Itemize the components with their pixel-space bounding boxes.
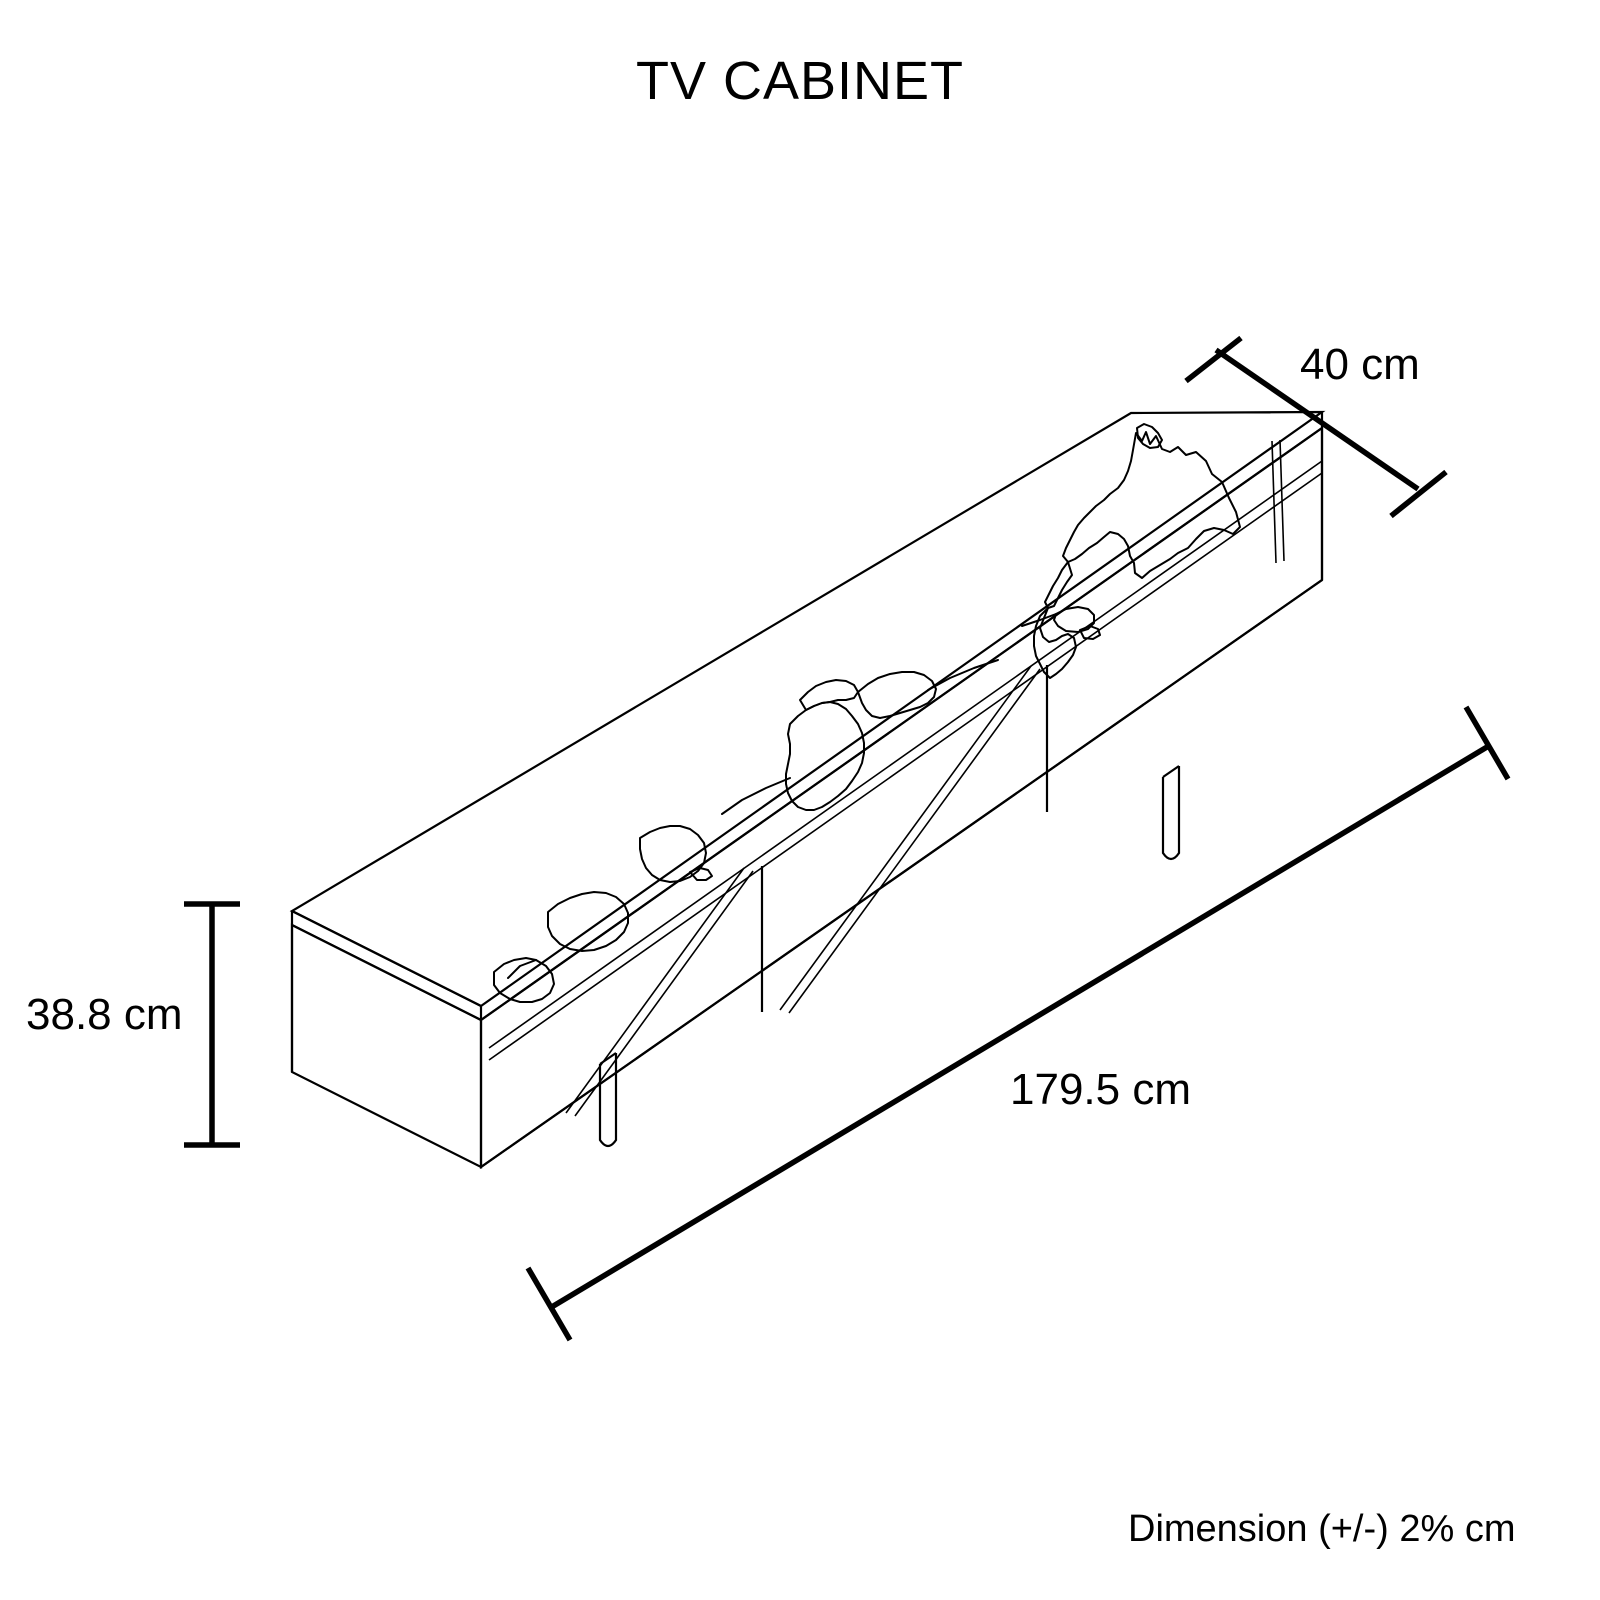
leg-front-right [1161,766,1181,861]
map-central-america [1044,561,1073,609]
cabinet-body [289,410,1326,1170]
front-inlay-panel2-line-a [779,665,1032,1011]
map-asia [857,671,937,719]
front-inlay-panel1-line-a [565,867,745,1114]
left-end-panel [290,923,483,1169]
map-australia [1053,606,1095,633]
front-inlay-panel2-line-b [788,668,1041,1014]
cabinet-front-bottom-edge [480,579,1323,1168]
depth-dimension-tick-start [1184,335,1243,384]
cabinet-legs [598,765,1181,1148]
dimension-lines [184,335,1511,1342]
map-coast-line-a [507,959,537,979]
map-africa-west-coast [639,825,707,883]
map-africa [785,701,865,811]
map-south-america [1033,607,1077,679]
map-north-america [1062,431,1241,579]
map-island-a [689,867,713,881]
front-inlay-panel3-line-b [1279,439,1285,562]
width-dimension-line [548,744,1489,1311]
depth-dimension-label: 40 cm [1300,340,1420,389]
map-greenland [1136,423,1163,449]
height-dimension-label: 38.8 cm [26,990,183,1039]
dimension-tolerance-note: Dimension (+/-) 2% cm [1128,1508,1516,1550]
front-inlay-panel3-line-a [1271,440,1277,564]
world-map-pattern [493,423,1241,1003]
width-dimension-label: 179.5 cm [1010,1065,1191,1114]
depth-dimension-line [1214,347,1420,492]
front-top-rail-line-a [488,460,1323,1049]
width-dimension-tick-end [1463,705,1511,781]
depth-dimension-tick-end [1389,469,1448,519]
map-landmass-left-upper [547,891,629,952]
leg-front-left-top [599,1052,617,1065]
front-inlay-panel1-line-b [574,870,754,1117]
page-title: TV CABINET [635,51,965,111]
map-coast-line-b [1021,613,1057,627]
front-top-rail-line-b [488,472,1323,1061]
leg-front-left [598,1053,618,1148]
map-landmass-left-lower [493,957,555,1003]
map-europe [799,679,859,711]
leg-front-right-top [1162,765,1180,778]
map-coast-line-c [721,777,791,815]
top-slab-front-edge [291,910,482,1007]
map-coast-line-d [927,659,999,691]
width-dimension-tick-start [525,1266,573,1342]
